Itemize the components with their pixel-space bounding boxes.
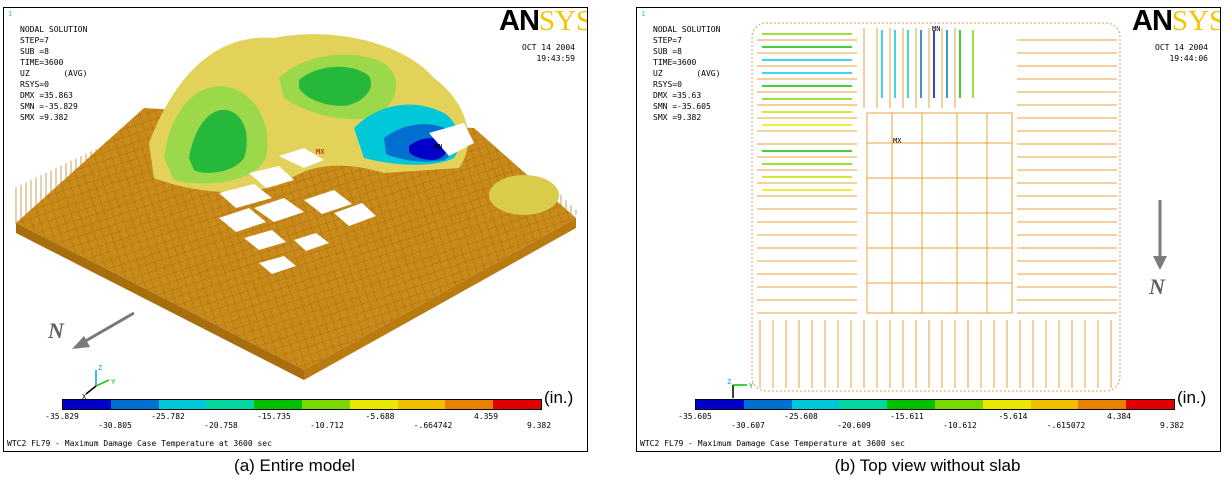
time-text: 19:43:59 — [536, 54, 575, 63]
entire-model-view: Z Y X — [14, 34, 579, 401]
legend-label: -15.611 — [890, 412, 924, 421]
legend-label: -20.609 — [837, 421, 871, 430]
legend-label: -10.612 — [943, 421, 977, 430]
solution-info: NODAL SOLUTION STEP=7 SUB =8 TIME=3600 U… — [653, 24, 720, 123]
ansys-logo: ANSYS — [1128, 8, 1220, 38]
north-arrowhead — [72, 336, 90, 349]
deflection-contour-darkblue — [409, 138, 448, 160]
color-legend-bar — [62, 399, 542, 410]
info-line: UZ (AVG) — [653, 69, 721, 78]
info-line: NODAL SOLUTION — [653, 25, 721, 34]
info-line: RSYS=0 — [653, 80, 682, 89]
min-marker: MN — [932, 25, 941, 33]
svg-text:Y: Y — [749, 382, 754, 390]
slab-edge-left — [16, 223, 304, 380]
axis-triad: Z Y — [727, 378, 754, 398]
deflection-contour-green-top — [299, 66, 372, 106]
solution-info: NODAL SOLUTION STEP=7 SUB =8 TIME=3600 U… — [20, 24, 87, 123]
legend-label: -.664742 — [413, 421, 453, 430]
legend-label: -35.605 — [678, 412, 712, 421]
plot-title: WTC2 FL79 - Maximum Damage Case Temperat… — [7, 439, 272, 448]
svg-text:Y: Y — [111, 378, 116, 386]
color-legend-bar — [695, 399, 1175, 410]
deflected-beams — [762, 30, 974, 191]
info-line: UZ (AVG) — [20, 69, 88, 78]
info-line: SMN =-35.605 — [653, 102, 711, 111]
max-marker: MX — [316, 148, 325, 156]
legend-label: -25.782 — [151, 412, 185, 421]
legend-label: 9.382 — [526, 421, 552, 430]
north-arrowhead — [1153, 256, 1167, 270]
legend-label: 4.359 — [473, 412, 499, 421]
beams-southeast — [1017, 320, 1117, 388]
window-number: 1 — [8, 10, 13, 18]
unit-label: (in.) — [544, 388, 574, 407]
axis-triad: Z Y X — [82, 364, 116, 401]
date-text: OCT 14 2004 — [1155, 43, 1208, 52]
legend-label: -35.829 — [45, 412, 79, 421]
beams-north — [862, 28, 962, 108]
legend-label: 9.382 — [1159, 421, 1185, 430]
info-line: SMX =9.382 — [20, 113, 69, 122]
info-line: STEP=7 — [653, 36, 682, 45]
beams-south — [862, 320, 1012, 388]
info-line: DMX =35.63 — [653, 91, 702, 100]
north-label: N — [1149, 274, 1165, 299]
beams-southwest — [757, 320, 857, 388]
north-arrow — [81, 311, 135, 345]
caption-b: (b) Top view without slab — [834, 456, 1021, 475]
legend-label: -25.608 — [784, 412, 818, 421]
window-number: 1 — [641, 10, 646, 18]
svg-text:Z: Z — [98, 364, 102, 372]
info-line: TIME=3600 — [653, 58, 697, 67]
min-marker: MN — [434, 143, 443, 151]
svg-text:X: X — [82, 393, 87, 401]
caption-a: (a) Entire model — [234, 456, 355, 475]
time-text: 19:44:06 — [1169, 54, 1208, 63]
timestamp: OCT 14 2004 19:43:59 — [522, 42, 575, 64]
info-line: SUB =8 — [653, 47, 682, 56]
legend-label: -.615072 — [1046, 421, 1086, 430]
legend-label: -15.735 — [257, 412, 291, 421]
legend-label: -30.607 — [731, 421, 765, 430]
info-line: SMN =-35.829 — [20, 102, 78, 111]
info-line: TIME=3600 — [20, 58, 64, 67]
info-line: RSYS=0 — [20, 80, 49, 89]
legend-label: -30.805 — [98, 421, 132, 430]
info-line: NODAL SOLUTION — [20, 25, 88, 34]
max-marker: MX — [893, 137, 902, 145]
beams-west — [757, 28, 857, 318]
legend-label: -20.758 — [204, 421, 238, 430]
plot-title: WTC2 FL79 - Maximum Damage Case Temperat… — [640, 439, 905, 448]
info-line: SUB =8 — [20, 47, 49, 56]
unit-label: (in.) — [1177, 388, 1207, 407]
core-framing — [866, 112, 1013, 314]
legend-label: -5.688 — [365, 412, 395, 421]
deflection-contour-corner — [489, 175, 559, 215]
slab-edge-right — [304, 218, 576, 380]
beams-east — [1017, 28, 1117, 318]
info-line: DMX =35.863 — [20, 91, 73, 100]
legend-label: 4.384 — [1106, 412, 1132, 421]
deflection-contour-green-left — [189, 109, 247, 173]
floor-openings — [219, 123, 474, 274]
legend-label: -10.712 — [310, 421, 344, 430]
north-label: N — [48, 318, 64, 343]
date-text: OCT 14 2004 — [522, 43, 575, 52]
legend-label: -5.614 — [998, 412, 1028, 421]
panel-entire-model: Z Y X 1 NODAL SOLUTION STEP=7 SUB =8 TIM… — [3, 7, 588, 452]
info-line: SMX =9.382 — [653, 113, 702, 122]
panel-top-view: Z Y 1 NODAL SOLUTION STEP=7 SUB =8 TIME=… — [636, 7, 1221, 452]
svg-text:Z: Z — [727, 378, 731, 386]
top-view-plan: Z Y — [727, 22, 1167, 398]
info-line: STEP=7 — [20, 36, 49, 45]
timestamp: OCT 14 2004 19:44:06 — [1155, 42, 1208, 64]
ansys-logo: ANSYS — [495, 8, 587, 38]
